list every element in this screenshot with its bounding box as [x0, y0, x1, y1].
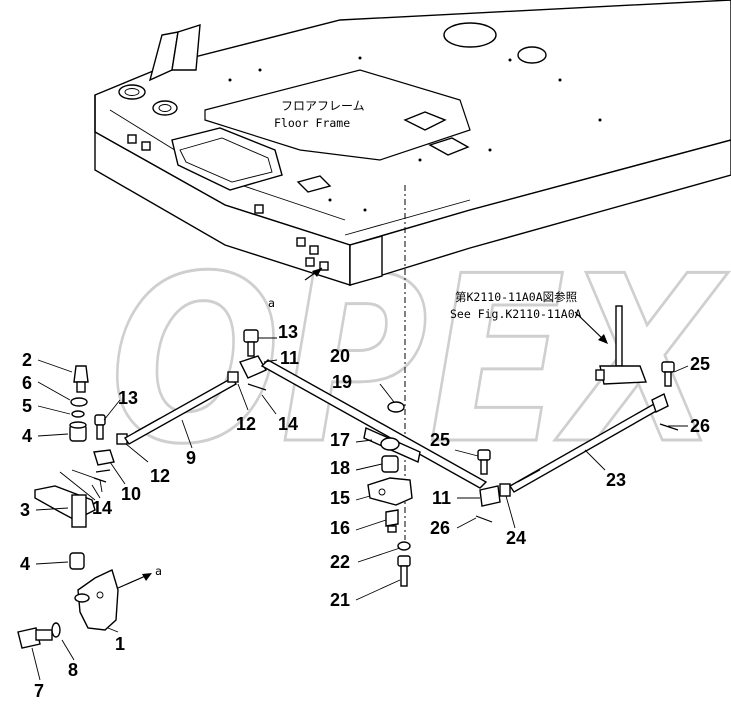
part-number-22: 22 — [330, 552, 350, 572]
part-number-21: 21 — [330, 590, 350, 610]
reference-jp: 第K2110-11A0A図参照 — [455, 290, 577, 304]
part-number-4-top: 4 — [22, 426, 32, 446]
part-number-7: 7 — [34, 681, 44, 701]
part-number-25-center: 25 — [430, 430, 450, 450]
part-number-3: 3 — [20, 500, 30, 520]
frame-label-jp: フロアフレーム — [281, 99, 365, 113]
part-number-12-top: 12 — [236, 414, 256, 434]
part-number-23: 23 — [606, 470, 626, 490]
part-number-19: 19 — [332, 372, 352, 392]
leader-lines — [31, 337, 689, 681]
part-number-1: 1 — [115, 634, 125, 654]
part-number-13-left: 13 — [118, 388, 138, 408]
part-number-9: 9 — [186, 448, 196, 468]
part-number-12-left: 12 — [150, 466, 170, 486]
part-number-25-right: 25 — [690, 354, 710, 374]
right-link — [475, 305, 679, 523]
reference-en: See Fig.K2110-11A0A — [450, 307, 582, 321]
frame-label-en: Floor Frame — [274, 116, 350, 130]
part-number-26-center: 26 — [430, 518, 450, 538]
part-number-10: 10 — [121, 484, 141, 504]
rod-9 — [123, 371, 239, 445]
part-number-14-left: 14 — [92, 498, 112, 518]
part-number-11-top: 11 — [280, 348, 299, 368]
left-linkage — [17, 365, 128, 649]
part-number-20: 20 — [330, 346, 350, 366]
part-number-15: 15 — [330, 488, 350, 508]
part-number-26-right: 26 — [690, 416, 710, 436]
floor-frame — [94, 0, 731, 286]
reference-arrow — [574, 311, 607, 343]
part-number-18: 18 — [330, 458, 350, 478]
part-number-4-bottom: 4 — [20, 554, 30, 574]
part-number-2: 2 — [22, 350, 32, 370]
part-number-5: 5 — [22, 396, 32, 416]
part-number-6: 6 — [22, 373, 32, 393]
center-link — [363, 401, 421, 587]
part-numbers: 2 6 5 4 3 4 1 8 7 13 10 14 12 9 13 11 12… — [20, 322, 710, 701]
part-number-11-right: 11 — [432, 488, 451, 508]
part-number-14-top: 14 — [278, 414, 298, 434]
part-number-17: 17 — [330, 430, 350, 450]
arrow-a-bottom-label: a — [155, 564, 162, 578]
part-number-24: 24 — [506, 528, 526, 548]
arrow-a-top-label: a — [268, 296, 275, 310]
part-number-13-top: 13 — [278, 322, 298, 342]
part-number-16: 16 — [330, 518, 350, 538]
part-number-8: 8 — [68, 660, 78, 680]
